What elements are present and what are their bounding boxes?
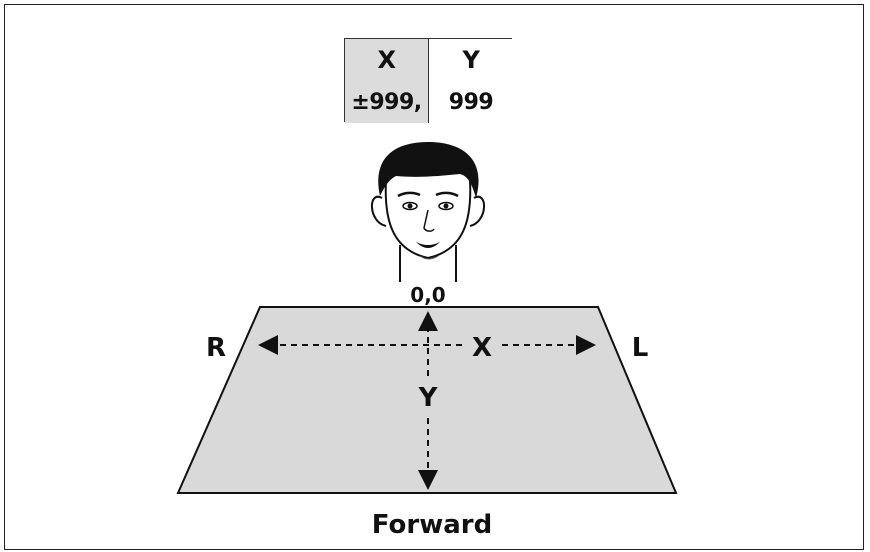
forward-label: Forward: [372, 510, 492, 540]
y-axis-label: Y: [418, 383, 439, 413]
right-side-label: R: [206, 333, 226, 363]
origin-label: 0,0: [410, 283, 445, 307]
left-side-label: L: [632, 333, 649, 363]
person-head-icon: [372, 142, 484, 282]
x-axis-label: X: [472, 333, 492, 363]
